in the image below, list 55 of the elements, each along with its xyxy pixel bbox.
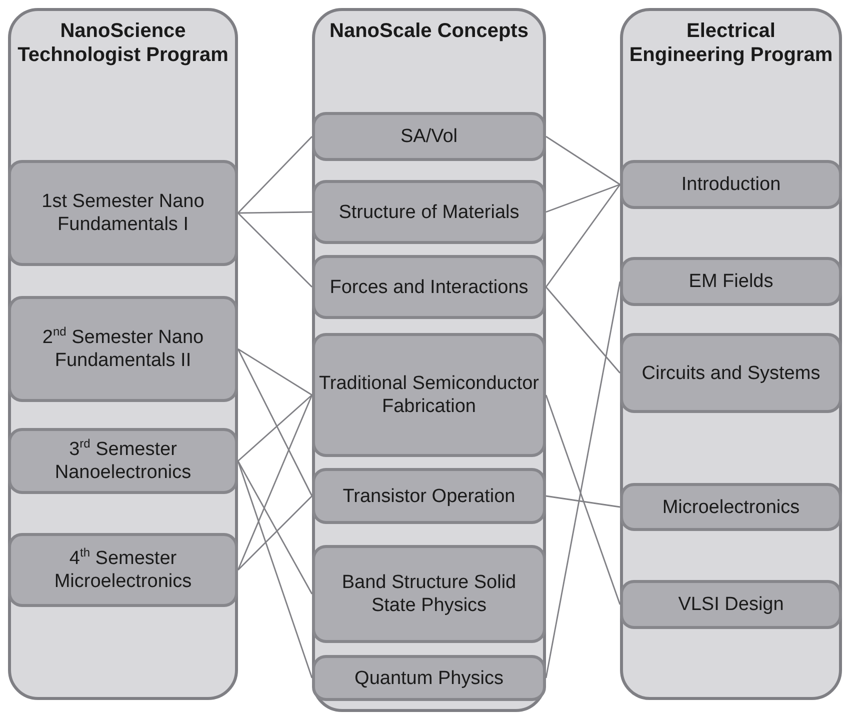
course-box (312, 112, 546, 161)
course-box (312, 468, 546, 524)
program-column (312, 8, 546, 712)
course-box (312, 545, 546, 643)
connector-line (238, 212, 312, 288)
connector-line (238, 348, 312, 396)
connector-line (237, 460, 313, 594)
course-label: Traditional Semiconductor Fabrication (318, 372, 540, 418)
course-label: Transistor Operation (342, 484, 516, 508)
column-heading: NanoScale Concepts (328, 19, 530, 43)
course-label: Quantum Physics (354, 666, 504, 690)
course-label: 3$^{rd}$ Semester Nanoelectronics (54, 438, 192, 484)
column-heading: NanoScience Technologist Program (16, 19, 230, 67)
connector-line (546, 495, 620, 508)
course-label: VLSI Design (677, 593, 785, 616)
program-column (620, 8, 842, 700)
course-box (312, 333, 546, 457)
connector-line (237, 348, 313, 496)
connector-line (545, 286, 621, 374)
course-box (620, 333, 842, 413)
course-box (8, 160, 238, 266)
course-box (312, 655, 546, 701)
course-box (620, 160, 842, 209)
course-box (620, 580, 842, 629)
course-label: EM Fields (688, 270, 774, 293)
course-label: Forces and Interactions (328, 276, 530, 298)
course-label: Introduction (680, 173, 782, 196)
course-label: Structure of Materials (338, 200, 520, 224)
column-heading: Electrical Engineering Program (628, 19, 834, 67)
course-label: Circuits and Systems (640, 362, 822, 384)
course-label: SA/Vol (399, 125, 459, 148)
course-label: Band Structure Solid State Physics (340, 571, 518, 617)
connector-line (238, 496, 312, 570)
course-label: Microelectronics (661, 496, 801, 518)
connector-line (546, 184, 620, 213)
course-box (312, 255, 546, 319)
connector-line (545, 281, 621, 678)
course-box (8, 296, 238, 402)
course-label: 2$^{nd}$ Semester Nano Fundamentals II (41, 326, 205, 372)
connector-line (545, 394, 621, 605)
course-box (620, 483, 842, 531)
connector-line (545, 184, 621, 288)
connector-line (238, 136, 312, 214)
course-label: 4$^{th}$ Semester Microelectronics (53, 547, 193, 593)
course-box (312, 180, 546, 244)
connector-line (237, 394, 313, 570)
connector-line (237, 460, 313, 678)
course-box (8, 533, 238, 607)
course-box (8, 428, 238, 494)
course-box (620, 257, 842, 306)
connector-line (546, 136, 620, 186)
connector-line (238, 394, 312, 462)
course-label: 1st Semester Nano Fundamentals I (40, 190, 206, 236)
program-column (8, 8, 238, 700)
connector-line (238, 211, 312, 214)
